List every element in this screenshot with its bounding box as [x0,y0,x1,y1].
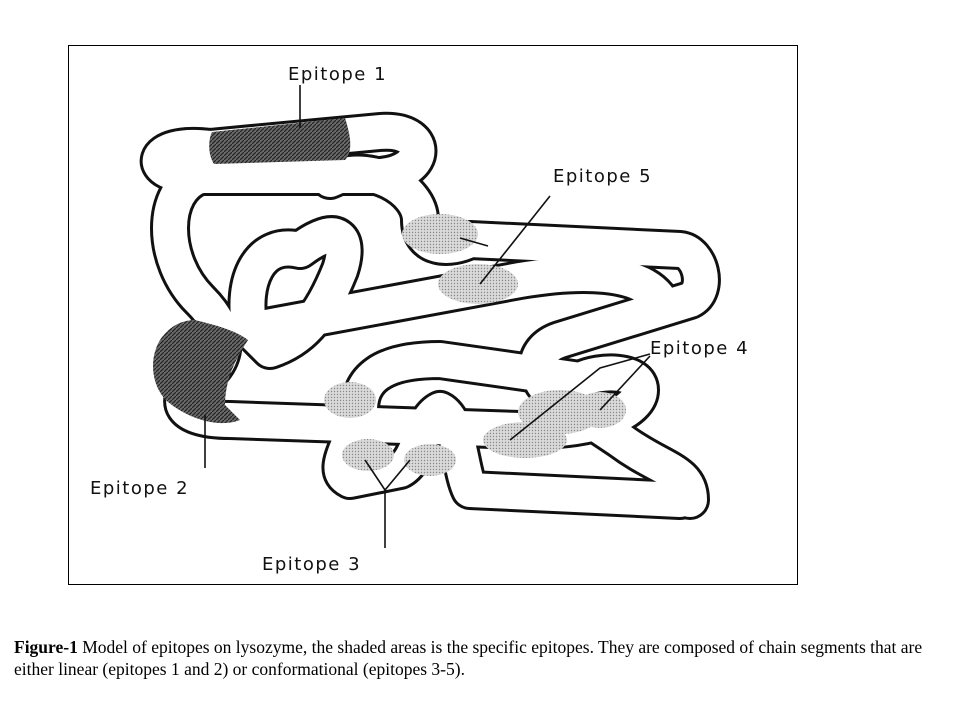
caption-prefix: Figure-1 [14,637,78,657]
caption-text: Model of epitopes on lysozyme, the shade… [14,637,923,679]
epitope-3-region-b [342,439,394,471]
epitope-4-region-b [483,422,567,458]
leader-lines [204,85,651,548]
epitope-2-label: Epitope 2 [90,478,189,499]
epitope-2-region [153,320,248,424]
lysozyme-diagram: Epitope 1 Epitope 5 Epitope 4 Epitope 2 … [90,64,749,575]
epitope-3-region-c [404,444,456,476]
epitope-1-region [209,118,351,164]
epitope-1-label: Epitope 1 [288,64,387,85]
epitope-5-region-b [438,264,518,304]
epitope-5-label: Epitope 5 [553,166,652,187]
epitope-labels: Epitope 1 Epitope 5 Epitope 4 Epitope 2 … [90,64,749,575]
epitope-4-label: Epitope 4 [650,338,749,359]
epitope-regions [153,118,626,476]
epitope-5-region-a [402,214,478,254]
figure-caption: Figure-1 Model of epitopes on lysozyme, … [14,636,949,680]
epitope-3-region-a [324,382,376,418]
epitope-3-label: Epitope 3 [262,554,361,575]
